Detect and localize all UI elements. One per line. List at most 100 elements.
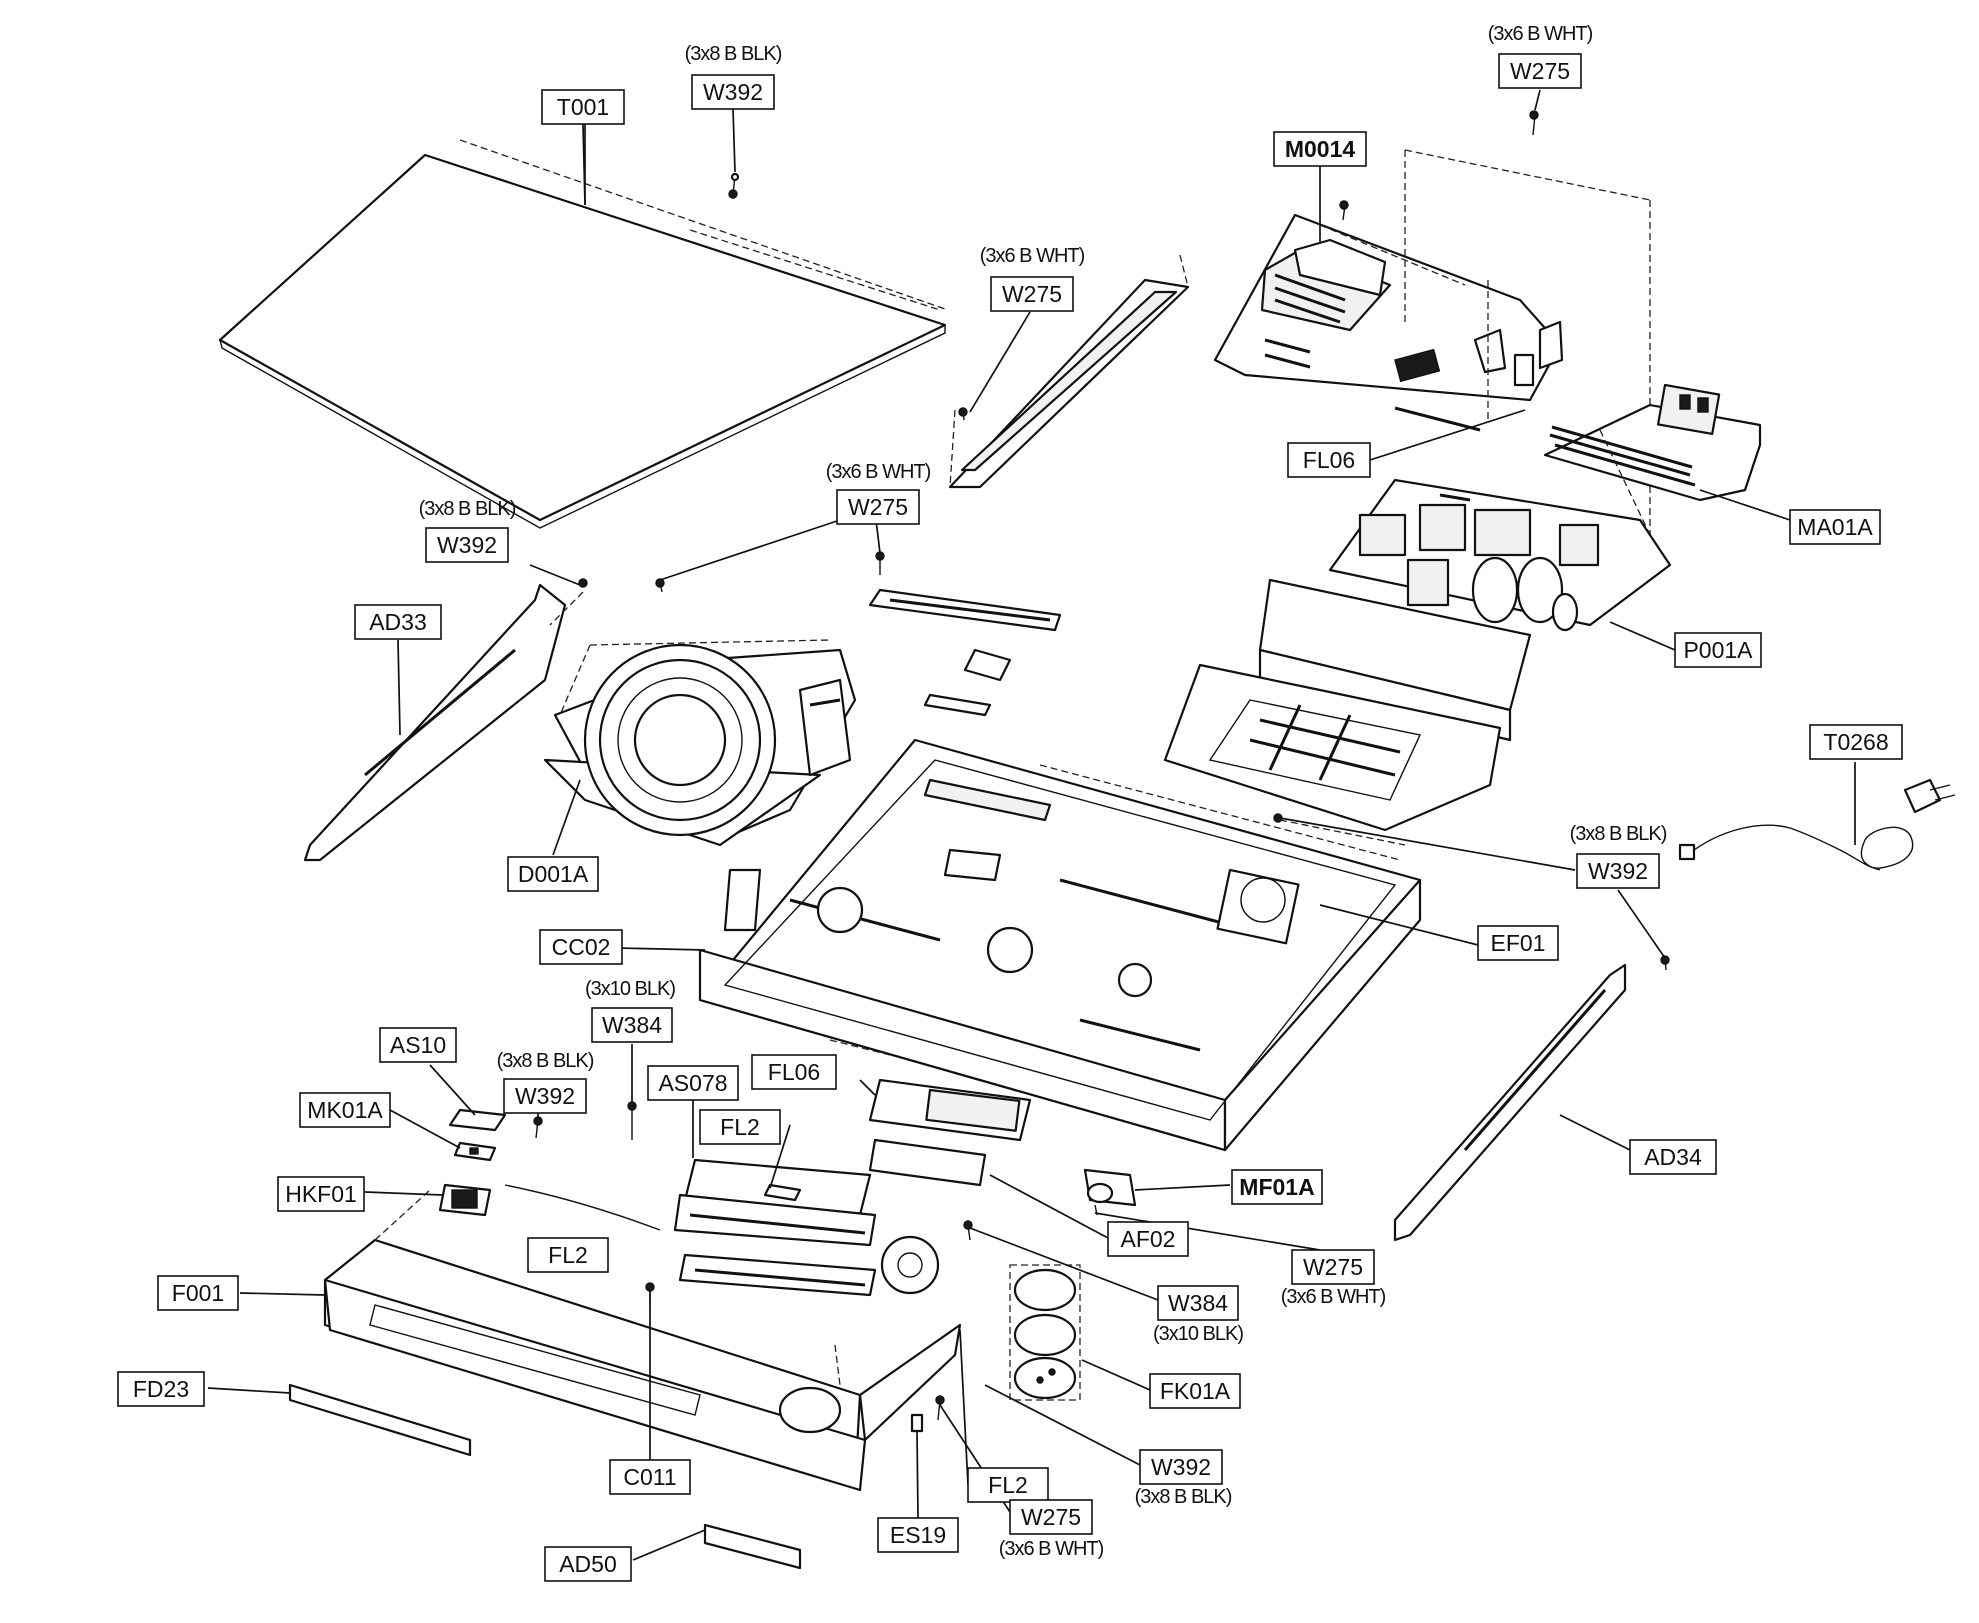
svg-text:MF01A: MF01A (1239, 1174, 1314, 1200)
label-FL06-front: FL06 (751, 1054, 837, 1090)
label-AF02: AF02 (1107, 1221, 1189, 1257)
label-W275-bottom: W275 (3x6 B WHT) (999, 1499, 1105, 1560)
label-FL2-a: FL2 (699, 1109, 781, 1145)
left-side-panel-drawing (303, 578, 588, 862)
label-W392-right: (3x8 B BLK) W392 (1570, 823, 1668, 889)
svg-text:D001A: D001A (518, 861, 589, 887)
svg-text:(3x8 B BLK): (3x8 B BLK) (1570, 823, 1667, 845)
svg-text:W392: W392 (1588, 858, 1648, 884)
power-cord-drawing (1678, 778, 1956, 871)
svg-text:(3x8 B BLK): (3x8 B BLK) (685, 43, 782, 65)
svg-text:W275: W275 (1021, 1504, 1081, 1530)
svg-text:(3x6 B WHT): (3x6 B WHT) (980, 245, 1085, 267)
label-ES19: ES19 (877, 1517, 959, 1553)
label-EF01: EF01 (1477, 925, 1559, 961)
svg-text:W392: W392 (515, 1083, 575, 1109)
front-panel-drawing (323, 1189, 962, 1492)
label-W384-right: W384 (3x10 BLK) (1153, 1285, 1244, 1345)
rear-rail-drawing (948, 254, 1190, 489)
svg-text:EF01: EF01 (1491, 930, 1546, 956)
svg-text:W275: W275 (1303, 1254, 1363, 1280)
label-AD34: AD34 (1629, 1139, 1717, 1175)
svg-text:W275: W275 (1002, 281, 1062, 307)
svg-text:AS078: AS078 (658, 1070, 727, 1096)
svg-text:(3x10 BLK): (3x10 BLK) (1153, 1323, 1243, 1345)
svg-text:AD33: AD33 (369, 609, 427, 635)
label-W392-bottom: W392 (3x8 B BLK) (1135, 1449, 1233, 1508)
svg-text:AF02: AF02 (1121, 1226, 1176, 1252)
svg-text:P001A: P001A (1683, 637, 1753, 663)
svg-text:(3x6 B WHT): (3x6 B WHT) (1281, 1286, 1386, 1308)
svg-text:FL06: FL06 (768, 1059, 820, 1085)
label-FL06-top: FL06 (1287, 442, 1371, 478)
leader-lines (207, 89, 1856, 1561)
right-side-panel-drawing (1393, 955, 1670, 1242)
label-AS10: AS10 (379, 1027, 457, 1063)
leader-T001 (582, 123, 586, 206)
svg-text:W384: W384 (602, 1012, 662, 1038)
label-W392-left: (3x8 B BLK) W392 (419, 498, 517, 563)
svg-text:(3x8 B BLK): (3x8 B BLK) (419, 498, 516, 520)
label-C011: C011 (609, 1459, 691, 1495)
label-W384-left: (3x10 BLK) W384 (585, 978, 676, 1043)
label-AS078: AS078 (647, 1065, 739, 1101)
label-HKF01: HKF01 (277, 1176, 365, 1212)
svg-text:FL2: FL2 (548, 1242, 588, 1268)
svg-text:AD34: AD34 (1644, 1144, 1702, 1170)
label-FD23: FD23 (117, 1371, 205, 1407)
svg-text:F001: F001 (172, 1280, 224, 1306)
top-cover-drawing (218, 139, 949, 529)
label-W275-mid: (3x6 B WHT) W275 (826, 461, 932, 525)
label-W275-front: W275 (3x6 B WHT) (1281, 1249, 1387, 1308)
svg-text:(3x8 B BLK): (3x8 B BLK) (1135, 1486, 1232, 1508)
audio-board-drawing (1543, 383, 1762, 536)
top-cover-screw-drawing (728, 172, 740, 199)
svg-text:W392: W392 (703, 79, 763, 105)
label-W275-topright: (3x6 B WHT) W275 (1488, 23, 1594, 89)
label-MK01A: MK01A (299, 1092, 391, 1128)
leader-W392-top (732, 108, 736, 173)
svg-text:(3x8 B BLK): (3x8 B BLK) (497, 1050, 594, 1072)
label-CC02: CC02 (539, 929, 623, 965)
svg-text:MK01A: MK01A (307, 1097, 383, 1123)
svg-text:W275: W275 (1510, 58, 1570, 84)
svg-text:AS10: AS10 (390, 1032, 446, 1058)
mf01a-module-drawing (1083, 1168, 1137, 1216)
label-D001A: D001A (507, 856, 599, 892)
label-FK01A: FK01A (1149, 1373, 1241, 1409)
svg-text:(3x6 B WHT): (3x6 B WHT) (826, 461, 931, 483)
power-shield-drawing (1163, 578, 1532, 832)
front-switch-parts-drawing (438, 1101, 661, 1231)
label-T001: T001 (541, 89, 625, 125)
svg-text:(3x6 B WHT): (3x6 B WHT) (999, 1538, 1104, 1560)
svg-text:T0268: T0268 (1823, 729, 1888, 755)
svg-text:(3x6 B WHT): (3x6 B WHT) (1488, 23, 1593, 45)
front-boards-drawing (673, 1039, 1032, 1297)
label-MA01A: MA01A (1789, 509, 1881, 545)
svg-text:W392: W392 (1151, 1454, 1211, 1480)
small-bracket-drawing (655, 551, 1062, 717)
svg-text:T001: T001 (557, 94, 609, 120)
svg-text:W384: W384 (1168, 1290, 1228, 1316)
svg-text:CC02: CC02 (552, 934, 611, 960)
label-FL2-b: FL2 (527, 1237, 609, 1273)
svg-text:HKF01: HKF01 (285, 1181, 357, 1207)
fk01a-discs-drawing (963, 1220, 1081, 1401)
svg-text:W392: W392 (437, 532, 497, 558)
label-F001: F001 (157, 1275, 239, 1311)
svg-text:FD23: FD23 (133, 1376, 189, 1402)
power-board-drawing (1328, 478, 1672, 632)
svg-text:MA01A: MA01A (1797, 514, 1873, 540)
label-AD33: AD33 (354, 604, 442, 640)
svg-text:FL06: FL06 (1303, 447, 1355, 473)
label-MF01A: MF01A (1231, 1169, 1323, 1205)
disc-drive-drawing (543, 639, 857, 847)
svg-text:ES19: ES19 (890, 1522, 946, 1548)
label-T0268: T0268 (1809, 724, 1903, 760)
svg-text:FL2: FL2 (988, 1472, 1028, 1498)
label-W392-top: (3x8 B BLK) W392 (685, 43, 783, 110)
svg-text:FL2: FL2 (720, 1114, 760, 1140)
main-board-drawing (1213, 110, 1651, 535)
svg-text:W275: W275 (848, 494, 908, 520)
label-W275-rail: (3x6 B WHT) W275 (980, 245, 1086, 312)
